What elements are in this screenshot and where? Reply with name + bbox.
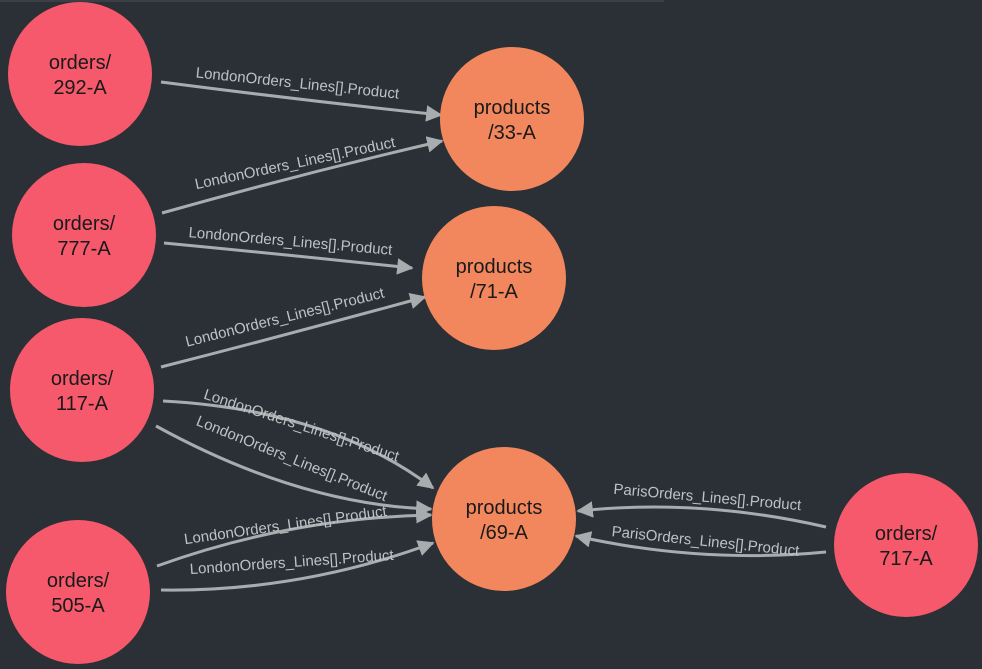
node-o117[interactable]: orders/117-A	[10, 318, 154, 462]
order-node-circle[interactable]	[10, 318, 154, 462]
node-label-line-2: /71-A	[470, 281, 518, 303]
node-label-line-1: products	[474, 97, 551, 119]
edge-arrow[interactable]	[160, 80, 443, 122]
order-node-circle[interactable]	[834, 473, 978, 617]
edge-arrow[interactable]	[156, 507, 433, 568]
node-label-line-2: 505-A	[51, 595, 105, 617]
order-node-circle[interactable]	[8, 2, 152, 146]
top-border-strip	[0, 0, 664, 2]
edge-o777-p33[interactable]: LondonOrders_Lines[].Product	[161, 134, 444, 215]
product-node-circle[interactable]	[422, 206, 566, 350]
edge-arrow[interactable]	[574, 531, 827, 558]
node-o777[interactable]: orders/777-A	[12, 163, 156, 307]
node-label-line-2: /69-A	[480, 522, 528, 544]
node-o717[interactable]: orders/717-A	[834, 473, 978, 617]
edge-arrow[interactable]	[162, 399, 435, 490]
edge-arrow[interactable]	[161, 136, 444, 215]
edge-label: LondonOrders_Lines[].Product	[189, 547, 395, 578]
edge-o717-p69[interactable]: ParisOrders_Lines[].Product	[576, 481, 827, 529]
node-label-line-2: 117-A	[56, 393, 109, 415]
edge-o717-p69[interactable]: ParisOrders_Lines[].Product	[574, 523, 827, 560]
node-p33[interactable]: products/33-A	[440, 47, 584, 191]
edge-o117-p71[interactable]: LondonOrders_Lines[].Product	[160, 284, 427, 369]
node-label-line-2: 717-A	[879, 548, 933, 570]
edge-o292-p33[interactable]: LondonOrders_Lines[].Product	[160, 64, 443, 122]
node-label-line-1: orders/	[53, 213, 116, 235]
node-label-line-1: orders/	[51, 368, 114, 390]
node-label-line-1: products	[466, 497, 543, 519]
edge-o117-p69[interactable]: LondonOrders_Lines[].Product	[162, 386, 435, 490]
node-p71[interactable]: products/71-A	[422, 206, 566, 350]
edge-label: LondonOrders_Lines[].Product	[183, 503, 388, 548]
edge-arrow[interactable]	[576, 501, 827, 529]
edge-arrow[interactable]	[155, 424, 433, 517]
node-p69[interactable]: products/69-A	[432, 447, 576, 591]
node-label-line-2: /33-A	[488, 122, 536, 144]
edge-label: LondonOrders_Lines[].Product	[188, 224, 394, 259]
edge-label: LondonOrders_Lines[].Product	[184, 284, 387, 350]
order-node-circle[interactable]	[12, 163, 156, 307]
node-label-line-1: orders/	[875, 523, 938, 545]
edge-arrow[interactable]	[163, 241, 414, 275]
edge-label: LondonOrders_Lines[].Product	[195, 64, 401, 102]
node-o292[interactable]: orders/292-A	[8, 2, 152, 146]
node-label-line-2: 292-A	[53, 77, 107, 99]
edge-label: LondonOrders_Lines[].Product	[193, 134, 397, 193]
node-label-line-1: products	[456, 256, 533, 278]
product-node-circle[interactable]	[440, 47, 584, 191]
product-node-circle[interactable]	[432, 447, 576, 591]
edge-o777-p71[interactable]: LondonOrders_Lines[].Product	[163, 224, 414, 275]
node-label-line-1: orders/	[49, 52, 112, 74]
nodes-layer: orders/292-Aorders/777-Aorders/117-Aorde…	[6, 2, 978, 664]
edge-arrow[interactable]	[160, 292, 427, 369]
node-label-line-1: orders/	[47, 570, 110, 592]
node-o505[interactable]: orders/505-A	[6, 520, 150, 664]
edge-arrow[interactable]	[160, 540, 435, 592]
node-label-line-2: 777-A	[57, 238, 111, 260]
order-node-circle[interactable]	[6, 520, 150, 664]
